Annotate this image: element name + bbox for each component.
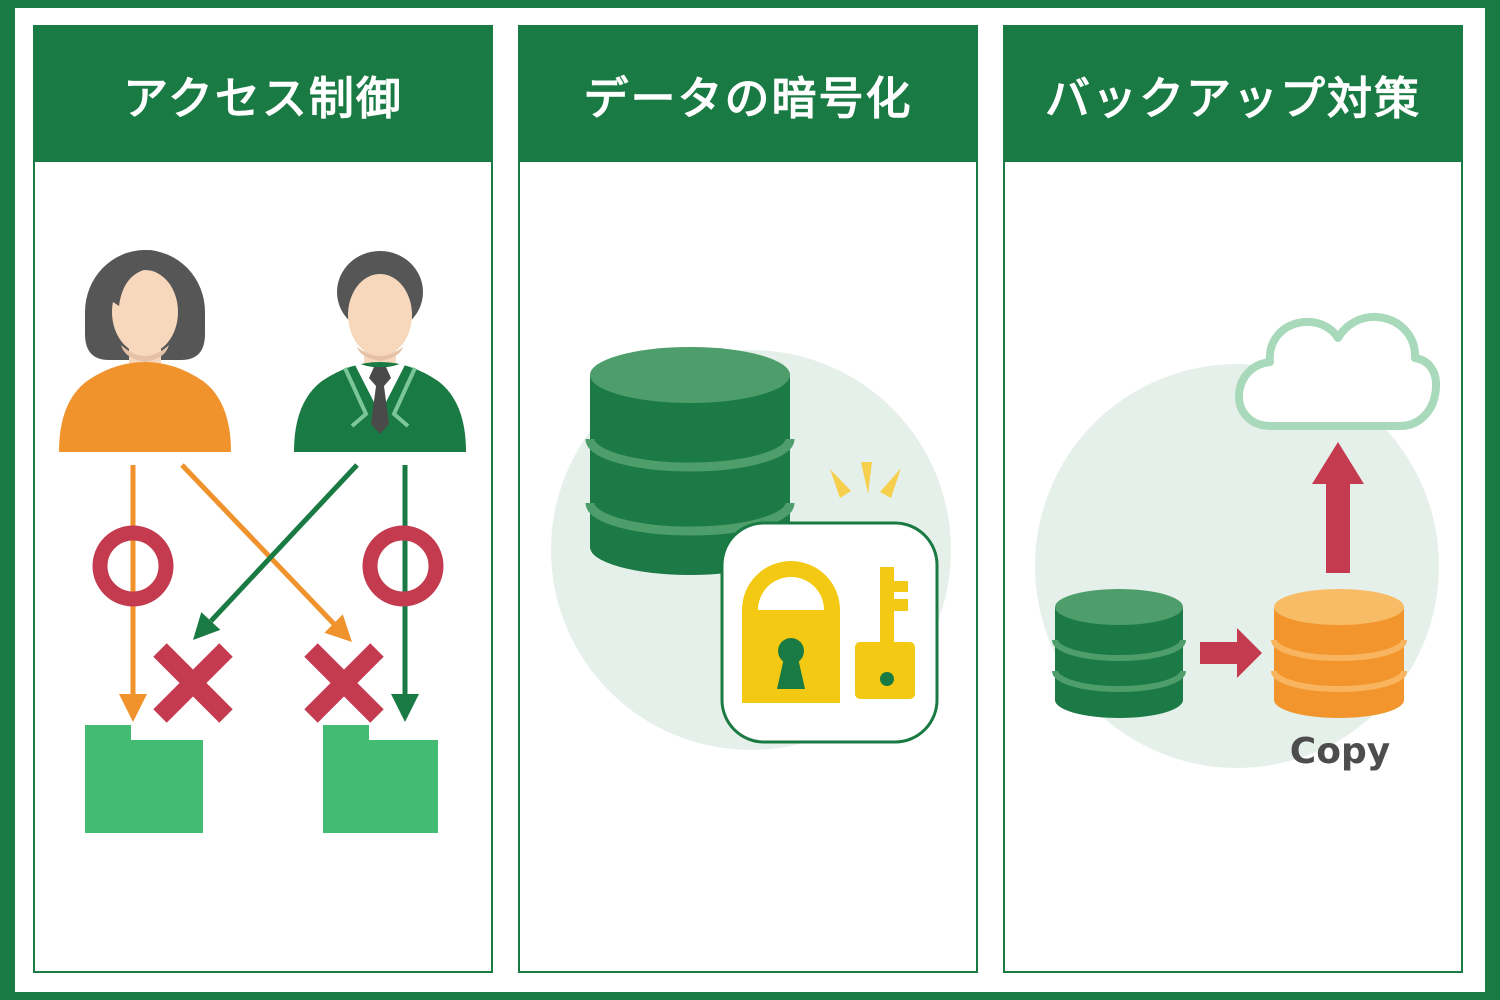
database-icon — [585, 347, 795, 575]
allow-arrow-green — [391, 465, 419, 722]
encryption-badge — [720, 521, 939, 744]
backup-database-icon — [1271, 589, 1407, 718]
panel-data-encryption: データの暗号化 — [518, 25, 978, 973]
panel-title-access-control: アクセス制御 — [35, 27, 491, 162]
copy-label: Copy — [1290, 731, 1390, 772]
deny-arrow-orange — [180, 463, 352, 642]
cloud-icon — [1234, 312, 1441, 430]
deny-arrow-green — [193, 463, 359, 640]
panel-backup: バックアップ対策 — [1003, 25, 1463, 973]
upload-arrow-icon — [1312, 442, 1364, 573]
allow-arrow-orange — [119, 465, 147, 722]
panel-title-backup: バックアップ対策 — [1005, 27, 1461, 162]
lock-icon — [742, 561, 840, 703]
data-encryption-graphic — [551, 347, 951, 750]
man-user-icon — [294, 251, 466, 452]
allow-circle-icon-right — [362, 525, 444, 607]
panel-body-data-encryption — [520, 162, 976, 971]
deny-cross-icon-right — [304, 643, 384, 723]
panel-access-control: アクセス制御 — [33, 25, 493, 973]
panel-title-data-encryption: データの暗号化 — [520, 27, 976, 162]
access-control-graphic — [59, 250, 466, 833]
panel-body-access-control — [35, 162, 491, 971]
folder-icon-left — [85, 725, 203, 833]
woman-user-icon — [59, 250, 231, 452]
key-icon — [855, 567, 915, 699]
folder-icon-right — [323, 725, 438, 833]
panel-body-backup: Copy — [1005, 162, 1461, 971]
allow-circle-icon-left — [92, 525, 174, 607]
copy-arrow-icon — [1200, 628, 1262, 678]
backup-graphic: Copy — [1035, 312, 1441, 772]
source-database-icon — [1052, 589, 1186, 718]
sparkle-icon — [830, 462, 901, 498]
deny-cross-icon-left — [153, 643, 233, 723]
